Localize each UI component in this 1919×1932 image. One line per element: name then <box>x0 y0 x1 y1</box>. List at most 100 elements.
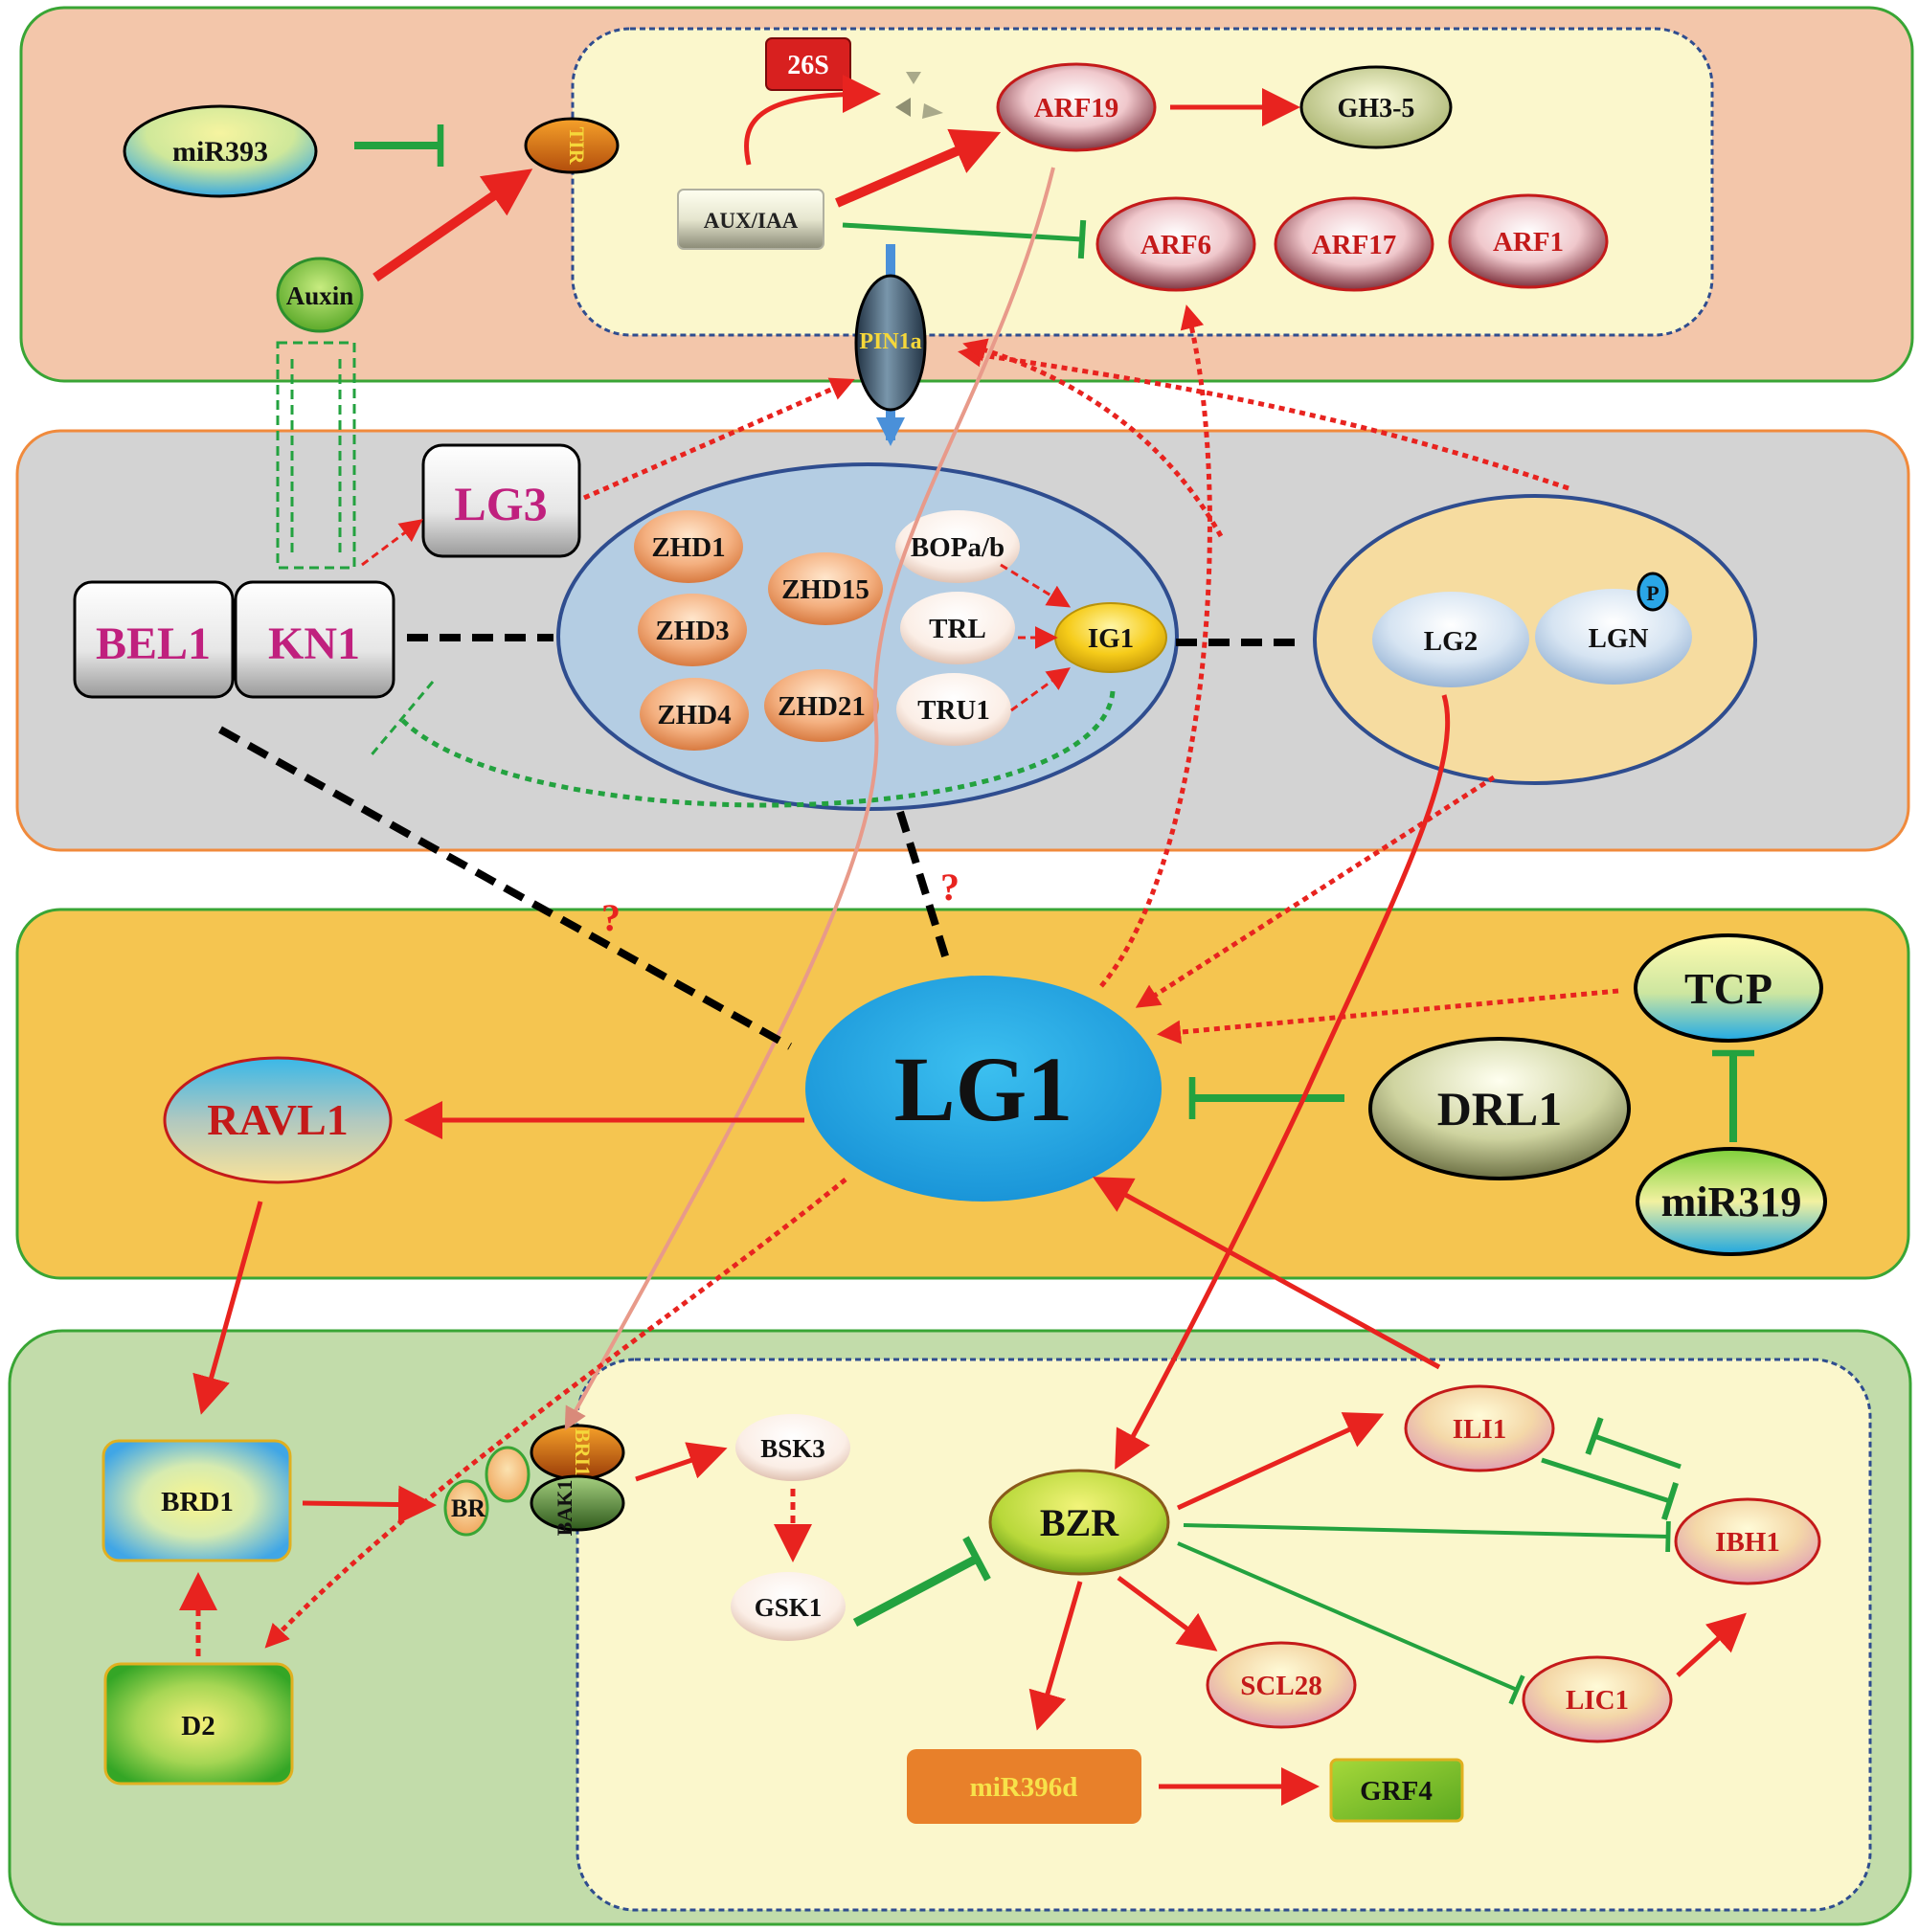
tir-node: TIR <box>524 117 620 174</box>
bsk3-label: BSK3 <box>760 1434 825 1463</box>
lg2-lgn-complex <box>1313 494 1757 785</box>
mir319-label: miR319 <box>1661 1179 1802 1225</box>
trl-label: TRL <box>929 614 986 644</box>
mir393-label: miR393 <box>172 136 268 168</box>
gh3-5-node: GH3-5 <box>1299 65 1453 149</box>
brd1-label: BRD1 <box>161 1487 234 1517</box>
ibh1-inhibits-ili1 <box>1585 1417 1682 1470</box>
zhd4-node: ZHD4 <box>640 678 749 751</box>
auxin-cell-region <box>571 27 1714 337</box>
arf1-node: ARF1 <box>1448 193 1609 289</box>
phosphate-badge: P <box>1637 572 1669 612</box>
zhd1-label: ZHD1 <box>651 532 725 563</box>
bopa-b-label: BOPa/b <box>911 532 1005 563</box>
lg2-lgn-to-lg1 <box>1135 775 1496 1008</box>
zhd3-node: ZHD3 <box>638 594 747 666</box>
lic1-node: LIC1 <box>1522 1655 1673 1743</box>
auxin-node: Auxin <box>276 257 364 333</box>
ibh1-node: IBH1 <box>1674 1497 1821 1585</box>
proteasome-26s-node: 26S <box>765 37 851 91</box>
bopa-b-node: BOPa/b <box>895 510 1020 583</box>
lg1-node: LG1 <box>805 976 1162 1202</box>
br-molecule-icon <box>485 1446 531 1503</box>
bzr-to-scl28 <box>1117 1575 1218 1651</box>
bel1-label: BEL1 <box>96 618 211 669</box>
ili1-to-lg1 <box>1092 1177 1441 1370</box>
lg3-node: LG3 <box>421 443 581 558</box>
ili1-label: ILI1 <box>1453 1414 1506 1445</box>
bel1-lg1-unknown-link <box>218 726 792 1050</box>
bsk3-node: BSK3 <box>735 1414 850 1481</box>
bzr-node: BZR <box>988 1469 1170 1576</box>
zhd21-node: ZHD21 <box>764 669 879 742</box>
d2-label: D2 <box>181 1711 214 1741</box>
bak1-label: BAK1 <box>553 1480 576 1537</box>
aux-iaa-inhibits-arf6 <box>842 219 1087 259</box>
ili1-inhibits-ibh1 <box>1541 1457 1679 1520</box>
arf19-node: ARF19 <box>996 62 1157 152</box>
aux-iaa-to-arf19 <box>835 128 1002 208</box>
drl1-label: DRL1 <box>1437 1082 1563 1135</box>
auxin-label: Auxin <box>286 281 354 310</box>
lic1-label: LIC1 <box>1566 1685 1629 1716</box>
lgn-to-pin1a <box>958 343 1569 491</box>
ig1-node: IG1 <box>1054 602 1167 673</box>
zhd3-label: ZHD3 <box>655 616 729 646</box>
arf17-node: ARF17 <box>1274 196 1434 292</box>
lg3-label: LG3 <box>454 477 547 530</box>
ig1-inhibits-kn1-bar <box>367 681 435 759</box>
tcp-label: TCP <box>1684 964 1772 1013</box>
grf4-label: GRF4 <box>1360 1776 1433 1807</box>
br-label: BR <box>451 1494 485 1522</box>
zhd15-node: ZHD15 <box>768 552 883 625</box>
gsk1-node: GSK1 <box>731 1572 846 1641</box>
tru1-node: TRU1 <box>896 673 1011 746</box>
bak1-node: BAK1 <box>530 1474 625 1537</box>
zhd21-label: ZHD21 <box>778 691 866 722</box>
auxin-kn1-bracket <box>276 341 356 570</box>
lg1-to-d2 <box>264 1178 847 1649</box>
mir393-node: miR393 <box>123 104 318 198</box>
mir396d-node: miR396d <box>907 1749 1141 1824</box>
ravl1-node: RAVL1 <box>163 1056 393 1184</box>
bzr-inhibits-ibh1 <box>1183 1520 1671 1553</box>
lg-complex-to-pin1a <box>962 338 1224 538</box>
arf1-label: ARF1 <box>1493 227 1564 258</box>
mir319-node: miR319 <box>1636 1147 1827 1256</box>
trl-node: TRL <box>900 592 1015 664</box>
d2-node: D2 <box>103 1662 294 1786</box>
scl28-label: SCL28 <box>1240 1671 1321 1701</box>
bel1-node: BEL1 <box>73 580 235 699</box>
arf19-label: ARF19 <box>1034 93 1119 124</box>
br-cell-region <box>576 1358 1872 1912</box>
proteasome-26s-label: 26S <box>787 51 829 80</box>
arf19-to-bri1 <box>564 167 1055 1431</box>
ibh1-label: IBH1 <box>1715 1527 1780 1558</box>
tir-label: TIR <box>565 126 589 165</box>
tru1-to-ig1 <box>1010 667 1071 712</box>
ravl1-to-brd1 <box>192 1201 263 1415</box>
kn1-label: KN1 <box>268 618 360 669</box>
bzr-inhibits-lic1 <box>1177 1541 1525 1705</box>
ig1-complex-lg1-unknown-link <box>896 810 952 967</box>
bzr-to-mir396d <box>1028 1581 1083 1731</box>
arf17-label: ARF17 <box>1312 230 1397 260</box>
ili1-node: ILI1 <box>1404 1384 1555 1472</box>
mir396d-label: miR396d <box>970 1772 1078 1803</box>
bri1-label: BRI1 <box>571 1428 595 1476</box>
bzr-label: BZR <box>1040 1501 1119 1544</box>
ig1-label: IG1 <box>1088 623 1134 654</box>
ravl1-label: RAVL1 <box>207 1095 348 1144</box>
gh3-5-label: GH3-5 <box>1338 94 1415 124</box>
lg2-to-bzr <box>1115 694 1451 1471</box>
aux-iaa-to-26s <box>744 75 881 166</box>
zhd4-label: ZHD4 <box>657 700 731 730</box>
scl28-node: SCL28 <box>1206 1641 1357 1729</box>
gsk1-label: GSK1 <box>755 1593 823 1622</box>
aux-iaa-label: AUX/IAA <box>704 209 799 233</box>
bri1-to-bsk3 <box>635 1442 728 1482</box>
lg2-node: LG2 <box>1372 592 1529 687</box>
lg1-to-arf6 <box>1099 304 1212 988</box>
drl1-node: DRL1 <box>1368 1037 1631 1180</box>
